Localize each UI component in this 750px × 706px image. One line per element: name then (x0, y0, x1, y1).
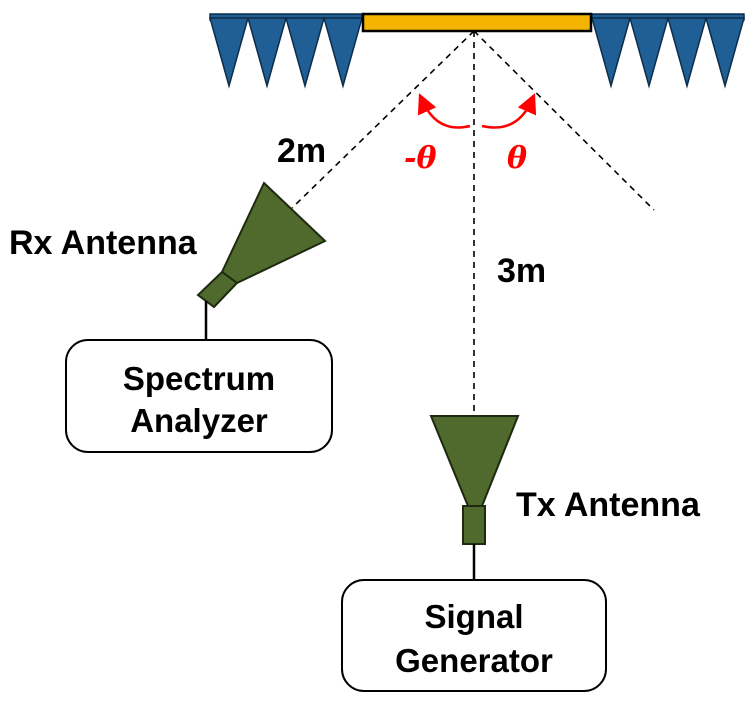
right-absorber-panel (591, 13, 745, 89)
tx-horn (429, 415, 520, 507)
tx-antenna (429, 415, 520, 580)
absorber-cone (285, 17, 325, 89)
propagation-paths (291, 30, 655, 412)
signal-generator-line1: Signal (424, 598, 523, 635)
tx-waveguide (462, 505, 486, 545)
neg-theta-label: -θ (404, 141, 436, 176)
signal-generator-box: Signal Generator (341, 579, 607, 692)
rx-distance-label: 2m (277, 132, 326, 170)
spectrum-analyzer-box: Spectrum Analyzer (65, 339, 333, 453)
spectrum-analyzer-line1: Spectrum (123, 360, 275, 397)
pos-theta-arrow (481, 93, 537, 129)
absorber-cone (667, 17, 707, 89)
rx-path-line (291, 30, 475, 209)
rx-horn (220, 181, 327, 285)
absorber-cone (209, 17, 249, 89)
tx-distance-label: 3m (497, 252, 546, 290)
signal-generator-line2: Generator (395, 642, 553, 679)
absorber-cone (705, 17, 745, 89)
spectrum-analyzer-line2: Analyzer (130, 402, 268, 439)
neg-theta-arrow (417, 93, 471, 129)
rx-antenna-label: Rx Antenna (9, 224, 198, 262)
absorber-cone (323, 17, 363, 89)
rx-waveguide (196, 270, 239, 309)
absorber-cone (247, 17, 287, 89)
rx-antenna (196, 181, 327, 340)
specular-path-line (473, 30, 655, 211)
pos-theta-label: θ (507, 141, 527, 176)
absorber-cone (591, 17, 631, 89)
absorber-cone (629, 17, 669, 89)
angle-arrows (417, 93, 537, 129)
left-absorber-panel (209, 13, 363, 89)
sample-under-test (361, 12, 593, 33)
tx-antenna-label: Tx Antenna (516, 486, 701, 524)
